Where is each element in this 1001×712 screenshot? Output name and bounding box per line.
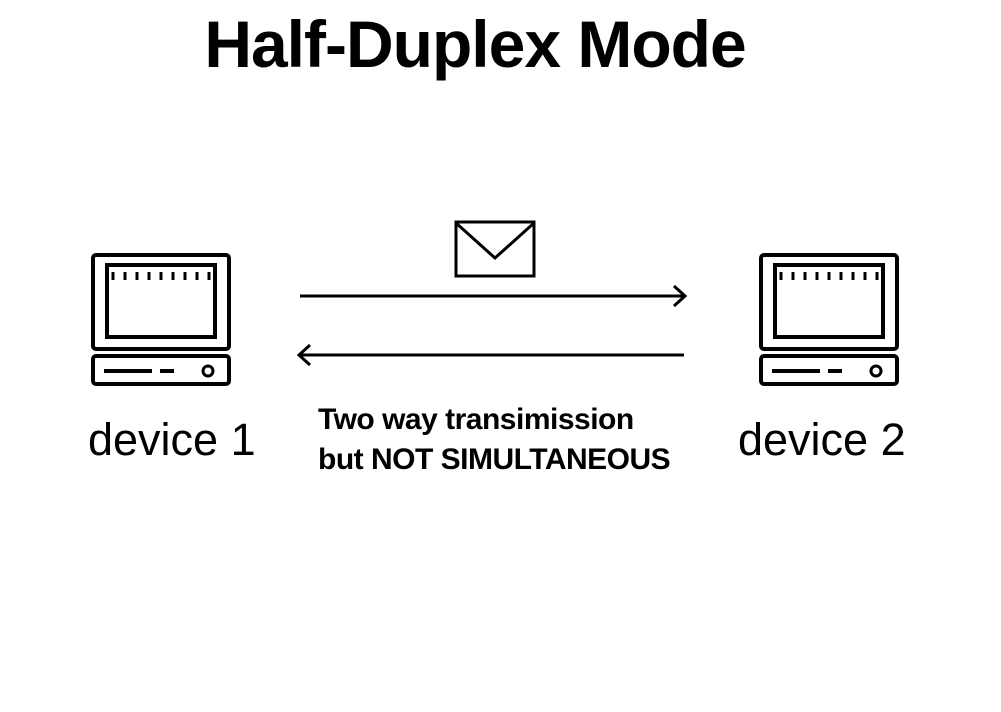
- left-arrow: [296, 343, 684, 367]
- right-arrow: [300, 284, 688, 308]
- device-2-label: device 2: [738, 414, 906, 465]
- computer-icon: [759, 253, 899, 386]
- transmission-caption: Two way transimission but NOT SIMULTANEO…: [318, 400, 671, 480]
- envelope-icon: [454, 220, 536, 278]
- device-1-label: device 1: [88, 414, 256, 465]
- caption-line-1: Two way transimission: [318, 403, 634, 436]
- device-1: [90, 252, 232, 388]
- caption-line-2: but NOT SIMULTANEOUS: [318, 443, 671, 476]
- diagram-title: Half-Duplex Mode: [204, 7, 746, 81]
- computer-icon: [91, 253, 231, 386]
- device-2: [758, 252, 900, 388]
